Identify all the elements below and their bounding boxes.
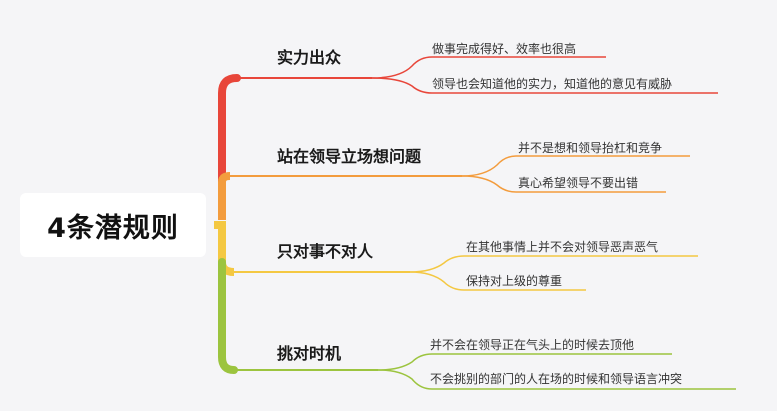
leaf-connector-3-1: [409, 255, 698, 273]
leaf-3-1[interactable]: 在其他事情上并不会对领导恶声恶气: [466, 240, 659, 254]
branch-title-3[interactable]: 只对事不对人: [277, 242, 374, 261]
leaf-3-2[interactable]: 保持对上级的尊重: [466, 274, 563, 288]
leaf-connector-1-2: [371, 77, 718, 94]
leaf-connector-2-2: [461, 175, 666, 193]
leaf-connector-4-1: [377, 353, 672, 371]
leaf-2-1[interactable]: 并不是想和领导抬杠和竞争: [518, 141, 663, 155]
leaf-connector-2-1: [461, 155, 690, 177]
leaf-2-2[interactable]: 真心希望领导不要出错: [518, 176, 639, 190]
branch-title-4[interactable]: 挑对时机: [277, 344, 342, 363]
leaf-connector-3-2: [409, 271, 586, 291]
leaf-connector-1-1: [371, 56, 606, 79]
root-node[interactable]: 4条潜规则: [20, 193, 206, 257]
branch-title-2[interactable]: 站在领导立场想问题: [277, 147, 422, 166]
leaf-4-1[interactable]: 并不会在领导正在气头上的时候去顶他: [430, 338, 635, 352]
trunk-segment-2: [218, 172, 231, 220]
leaf-4-2[interactable]: 不会挑别的部门的人在场的时候和领导语言冲突: [430, 372, 683, 386]
root-label: 4条潜规则: [47, 212, 179, 244]
trunk-segment-1: [218, 74, 241, 192]
branch-title-1[interactable]: 实力出众: [277, 48, 342, 67]
trunk-segment-4: [218, 258, 238, 374]
leaf-1-1[interactable]: 做事完成得好、效率也很高: [432, 42, 577, 56]
leaf-connector-4-2: [377, 369, 736, 390]
leaf-1-2[interactable]: 领导也会知道他的实力，知道他的意见有威胁: [432, 77, 673, 91]
